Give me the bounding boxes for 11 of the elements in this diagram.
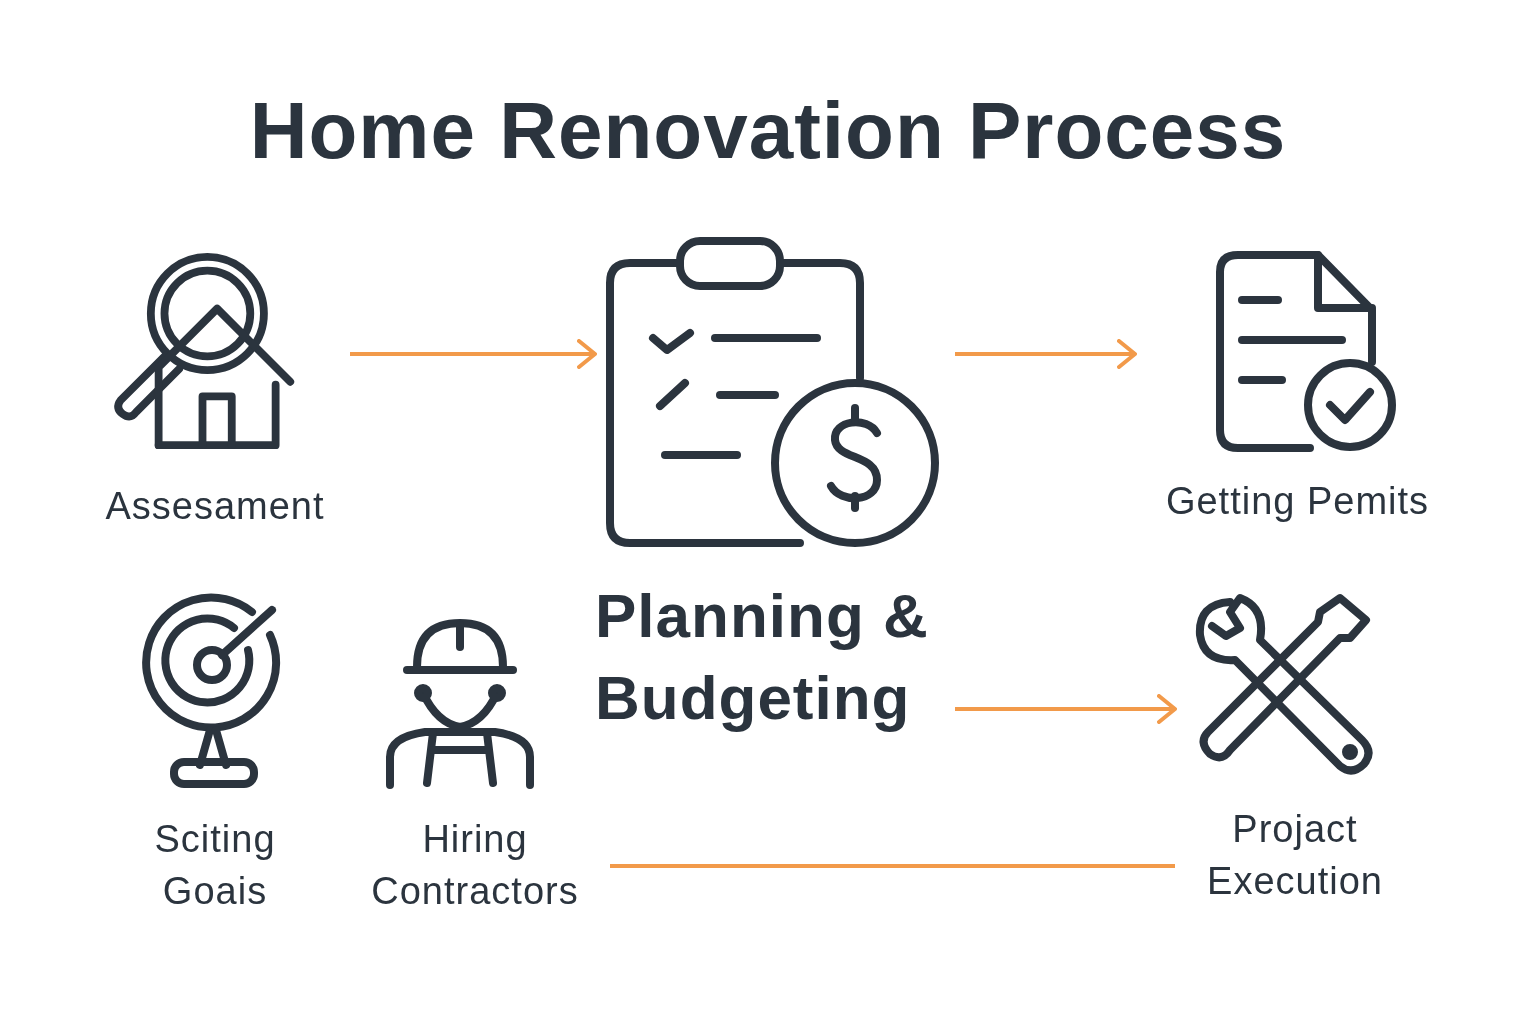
arrow <box>350 339 597 369</box>
step-heading: Planning & Budgeting <box>595 580 930 734</box>
arrow <box>955 694 1177 724</box>
arrow <box>955 339 1137 369</box>
step-label: Assesament <box>104 484 326 529</box>
step-label: Projact Execution <box>1206 807 1384 904</box>
step-label: Getting Pemits <box>1164 479 1431 524</box>
title: Home Renovation Process <box>248 85 1288 177</box>
connector-line <box>610 864 1175 868</box>
step-label: Sciting Goais <box>153 817 277 914</box>
step-label: Hiring Contractors <box>370 817 580 914</box>
